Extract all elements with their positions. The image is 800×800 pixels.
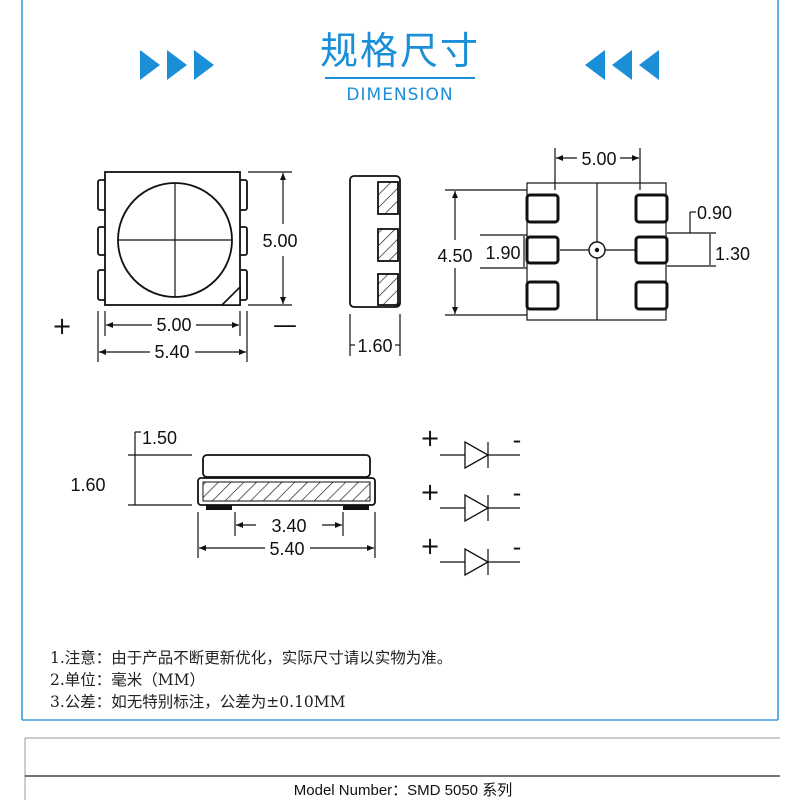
page-title: 规格尺寸 (320, 29, 480, 73)
polarity-minus-label: — (273, 311, 297, 339)
header: 规格尺寸 DIMENSION (140, 29, 659, 105)
diode-row: + - (420, 532, 522, 577)
section-total-label: 1.60 (70, 475, 105, 495)
diode-anode-label: + (420, 478, 440, 506)
blue-frame (21, 0, 779, 721)
circuit-diagram: + - + - + - (420, 424, 522, 577)
bottom-view-center-dot (594, 247, 600, 253)
notes: 1.注意：由于产品不断更新优化，实际尺寸请以实物为准。 2.单位：毫米（MM） … (50, 648, 452, 711)
section-lens (202, 454, 371, 478)
top-view-outer-width-label: 5.40 (154, 342, 189, 362)
right-arrows-icon (585, 50, 659, 80)
diode-icon (464, 440, 490, 470)
bottom-view-dim-c: 1.30 (667, 234, 750, 267)
section-view-drawing: 1.50 1.60 3.40 5.40 (70, 428, 376, 559)
bottom-view-dim-b-label: 0.90 (697, 203, 732, 223)
bottom-view-pads (525, 193, 669, 311)
diode-cathode-label: - (513, 426, 522, 454)
section-upper-label: 1.50 (142, 428, 177, 448)
section-outer-width-dimension: 5.40 (197, 512, 376, 559)
polarity-chamfer (220, 285, 241, 306)
left-arrows-icon (140, 50, 214, 80)
section-base-hatch (202, 481, 371, 502)
side-view-drawing: 1.60 (349, 175, 401, 356)
side-view-thickness-label: 1.60 (357, 336, 392, 356)
bottom-view-dim-a-label: 1.90 (485, 243, 520, 263)
top-view-drawing: 5.00 5.00 5.40 + — (52, 171, 298, 362)
bottom-view-width-label: 5.00 (581, 149, 616, 169)
diode-anode-label: + (420, 424, 440, 452)
top-view-inner-width-label: 5.00 (156, 315, 191, 335)
diode-row: + - (420, 424, 522, 470)
bottom-view-drawing: 5.00 4.50 1.90 0.90 1.30 (437, 148, 750, 321)
bottom-view-dim-c-label: 1.30 (715, 244, 750, 264)
note-item: 1.注意：由于产品不断更新优化，实际尺寸请以实物为准。 (50, 648, 452, 667)
bottom-view-dim-b: 0.90 (667, 203, 732, 234)
side-view-pads (377, 181, 399, 306)
note-item: 2.单位：毫米（MM） (50, 670, 205, 689)
section-inner-width-dimension: 3.40 (234, 512, 344, 536)
bottom-view-height-dimension: 4.50 (437, 189, 527, 316)
diode-anode-label: + (420, 532, 440, 560)
section-outer-width-label: 5.40 (269, 539, 304, 559)
footer: Model Number：SMD 5050 系列 (24, 737, 780, 800)
section-pad-right (343, 505, 369, 510)
top-view-inner-width-dimension: 5.00 (104, 311, 241, 336)
diode-cathode-label: - (513, 533, 522, 561)
section-pad-left (206, 505, 232, 510)
diode-icon (464, 493, 490, 523)
diode-icon (464, 547, 490, 577)
bottom-view-height-label: 4.50 (437, 246, 472, 266)
top-view-height-dimension: 5.00 (248, 171, 298, 306)
section-inner-width-label: 3.40 (271, 516, 306, 536)
page-subtitle: DIMENSION (346, 85, 453, 105)
model-number: Model Number：SMD 5050 系列 (294, 782, 512, 799)
diode-cathode-label: - (513, 479, 522, 507)
section-height-dimension: 1.50 1.60 (70, 428, 192, 506)
top-view-height-label: 5.00 (262, 231, 297, 251)
bottom-view-width-dimension: 5.00 (554, 148, 641, 190)
polarity-plus-label: + (52, 312, 72, 340)
note-item: 3.公差：如无特别标注，公差为±0.10MM (50, 693, 346, 711)
top-view-outer-width-dimension: 5.40 (97, 311, 248, 362)
diode-row: + - (420, 478, 522, 523)
bottom-view-dim-a: 1.90 (480, 234, 527, 269)
side-view-thickness-dimension: 1.60 (349, 314, 401, 356)
